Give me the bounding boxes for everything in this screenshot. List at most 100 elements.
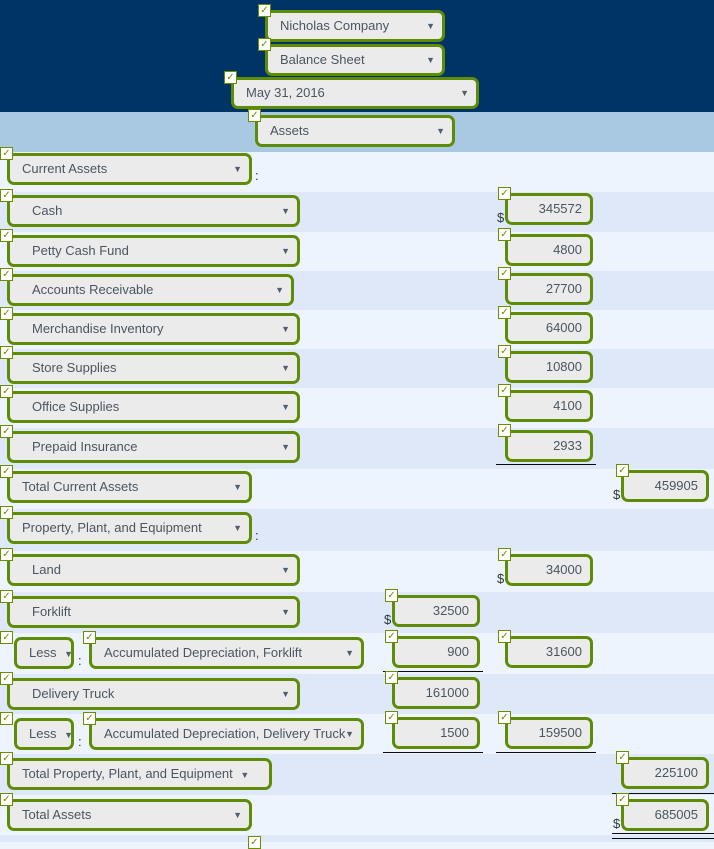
amount-input-col2[interactable]: 34000 (505, 554, 593, 586)
line-label-select[interactable]: Land ▼ (7, 554, 300, 586)
subtotal-rule (496, 752, 596, 753)
line-colon: : (255, 168, 259, 183)
line-label-select[interactable]: Forklift ▼ (7, 596, 300, 628)
line-label-select[interactable]: Current Assets ▼ (7, 153, 252, 185)
line-label-select[interactable]: Delivery Truck ▼ (7, 678, 300, 710)
less-prefix-value: Less (29, 645, 57, 660)
valid-check-icon (385, 711, 398, 724)
amount-input-col2[interactable]: 64000 (505, 312, 593, 344)
amount-input-col2[interactable]: 31600 (505, 636, 593, 668)
dollar-sign: $ (613, 816, 621, 831)
chevron-down-icon: ▼ (281, 206, 290, 216)
less-prefix-select[interactable]: Less ▼ (14, 718, 74, 750)
line-label-value: Cash (32, 203, 63, 218)
valid-check-icon (498, 548, 511, 561)
amount-input-col2[interactable]: 10800 (505, 351, 593, 383)
line-label-select[interactable]: Property, Plant, and Equipment ▼ (7, 512, 252, 544)
line-label-value: Accumulated Depreciation, Delivery Truck (104, 726, 346, 741)
valid-check-icon (498, 187, 511, 200)
chevron-down-icon: ▼ (345, 729, 354, 739)
line-label-value: Accounts Receivable (32, 282, 154, 297)
valid-check-icon (248, 109, 261, 122)
valid-check-icon (385, 589, 398, 602)
line-colon: : (255, 528, 259, 543)
line-label-select[interactable]: Merchandise Inventory ▼ (7, 313, 300, 345)
line-label-select[interactable]: Accumulated Depreciation, Forklift ▼ (89, 637, 364, 669)
line-label-value: Merchandise Inventory (32, 321, 164, 336)
valid-check-icon (616, 751, 629, 764)
line-label-select[interactable]: Total Assets ▼ (7, 799, 252, 831)
amount-input-col2[interactable]: 2933 (505, 430, 593, 462)
line-label-select[interactable]: Cash ▼ (7, 195, 300, 227)
dollar-sign: $ (613, 487, 621, 502)
amount-input-col1[interactable]: 161000 (392, 677, 480, 709)
chevron-down-icon: ▼ (233, 523, 242, 533)
statement-title-select[interactable]: Balance Sheet ▼ (265, 44, 445, 76)
valid-check-icon (248, 836, 261, 849)
valid-check-icon (0, 425, 13, 438)
line-colon: : (78, 734, 82, 749)
amount-input-col1[interactable]: 900 (392, 636, 480, 668)
line-label-value: Total Assets (22, 807, 92, 822)
amount-input-col3[interactable]: 685005 (621, 799, 709, 831)
valid-check-icon (0, 147, 13, 160)
amount-input-col1[interactable]: 32500 (392, 595, 480, 627)
dollar-sign: $ (384, 612, 392, 627)
statement-date-select[interactable]: May 31, 2016 ▼ (231, 77, 479, 109)
statement-title-value: Balance Sheet (280, 52, 365, 67)
valid-check-icon (0, 672, 13, 685)
chevron-down-icon: ▼ (64, 649, 74, 659)
line-label-select[interactable]: Total Current Assets ▼ (7, 471, 252, 503)
company-select[interactable]: Nicholas Company ▼ (265, 10, 445, 42)
section-heading-select[interactable]: Assets ▼ (255, 115, 455, 147)
line-label-select[interactable]: Accumulated Depreciation, Delivery Truck… (89, 718, 364, 750)
amount-input-col2[interactable]: 4800 (505, 234, 593, 266)
line-label-select[interactable]: Accounts Receivable ▼ (7, 274, 294, 306)
line-label-select[interactable]: Petty Cash Fund ▼ (7, 235, 300, 267)
valid-check-icon (498, 424, 511, 437)
valid-check-icon (0, 465, 13, 478)
valid-check-icon (0, 506, 13, 519)
line-label-select[interactable]: Office Supplies ▼ (7, 391, 300, 423)
valid-check-icon (498, 267, 511, 280)
valid-check-icon (0, 793, 13, 806)
chevron-down-icon: ▼ (460, 88, 469, 98)
line-label-value: Forklift (32, 604, 71, 619)
grand-total-double-rule (612, 833, 714, 839)
line-label-select[interactable]: Prepaid Insurance ▼ (7, 431, 300, 463)
line-label-value: Property, Plant, and Equipment (22, 520, 202, 535)
subtotal-rule (383, 671, 483, 672)
amount-input-col2[interactable]: 159500 (505, 717, 593, 749)
valid-check-icon (0, 229, 13, 242)
line-label-select[interactable]: Store Supplies ▼ (7, 352, 300, 384)
chevron-down-icon: ▼ (426, 55, 435, 65)
amount-input-col3[interactable]: 225100 (621, 757, 709, 789)
amount-input-col2[interactable]: 4100 (505, 390, 593, 422)
chevron-down-icon: ▼ (233, 164, 242, 174)
valid-check-icon (498, 711, 511, 724)
less-prefix-select[interactable]: Less ▼ (14, 637, 74, 669)
valid-check-icon (0, 189, 13, 202)
amount-input-col1[interactable]: 1500 (392, 717, 480, 749)
chevron-down-icon: ▼ (240, 770, 250, 780)
valid-check-icon (258, 38, 271, 51)
section-heading-value: Assets (270, 123, 310, 138)
chevron-down-icon: ▼ (281, 402, 290, 412)
amount-input-col3[interactable]: 459905 (621, 470, 709, 502)
amount-input-col2[interactable]: 345572 (505, 193, 593, 225)
line-label-select[interactable]: Total Property, Plant, and Equipment ▼ (7, 758, 272, 790)
line-colon: : (78, 653, 82, 668)
subtotal-rule (383, 752, 483, 753)
amount-input-col2[interactable]: 27700 (505, 273, 593, 305)
chevron-down-icon: ▼ (426, 21, 435, 31)
valid-check-icon (83, 631, 96, 644)
chevron-down-icon: ▼ (281, 689, 290, 699)
subtotal-rule (496, 464, 596, 465)
valid-check-icon (224, 71, 237, 84)
valid-check-icon (83, 712, 96, 725)
subtotal-rule (612, 793, 714, 794)
dollar-sign: $ (497, 210, 505, 225)
chevron-down-icon: ▼ (233, 810, 242, 820)
chevron-down-icon: ▼ (436, 126, 445, 136)
